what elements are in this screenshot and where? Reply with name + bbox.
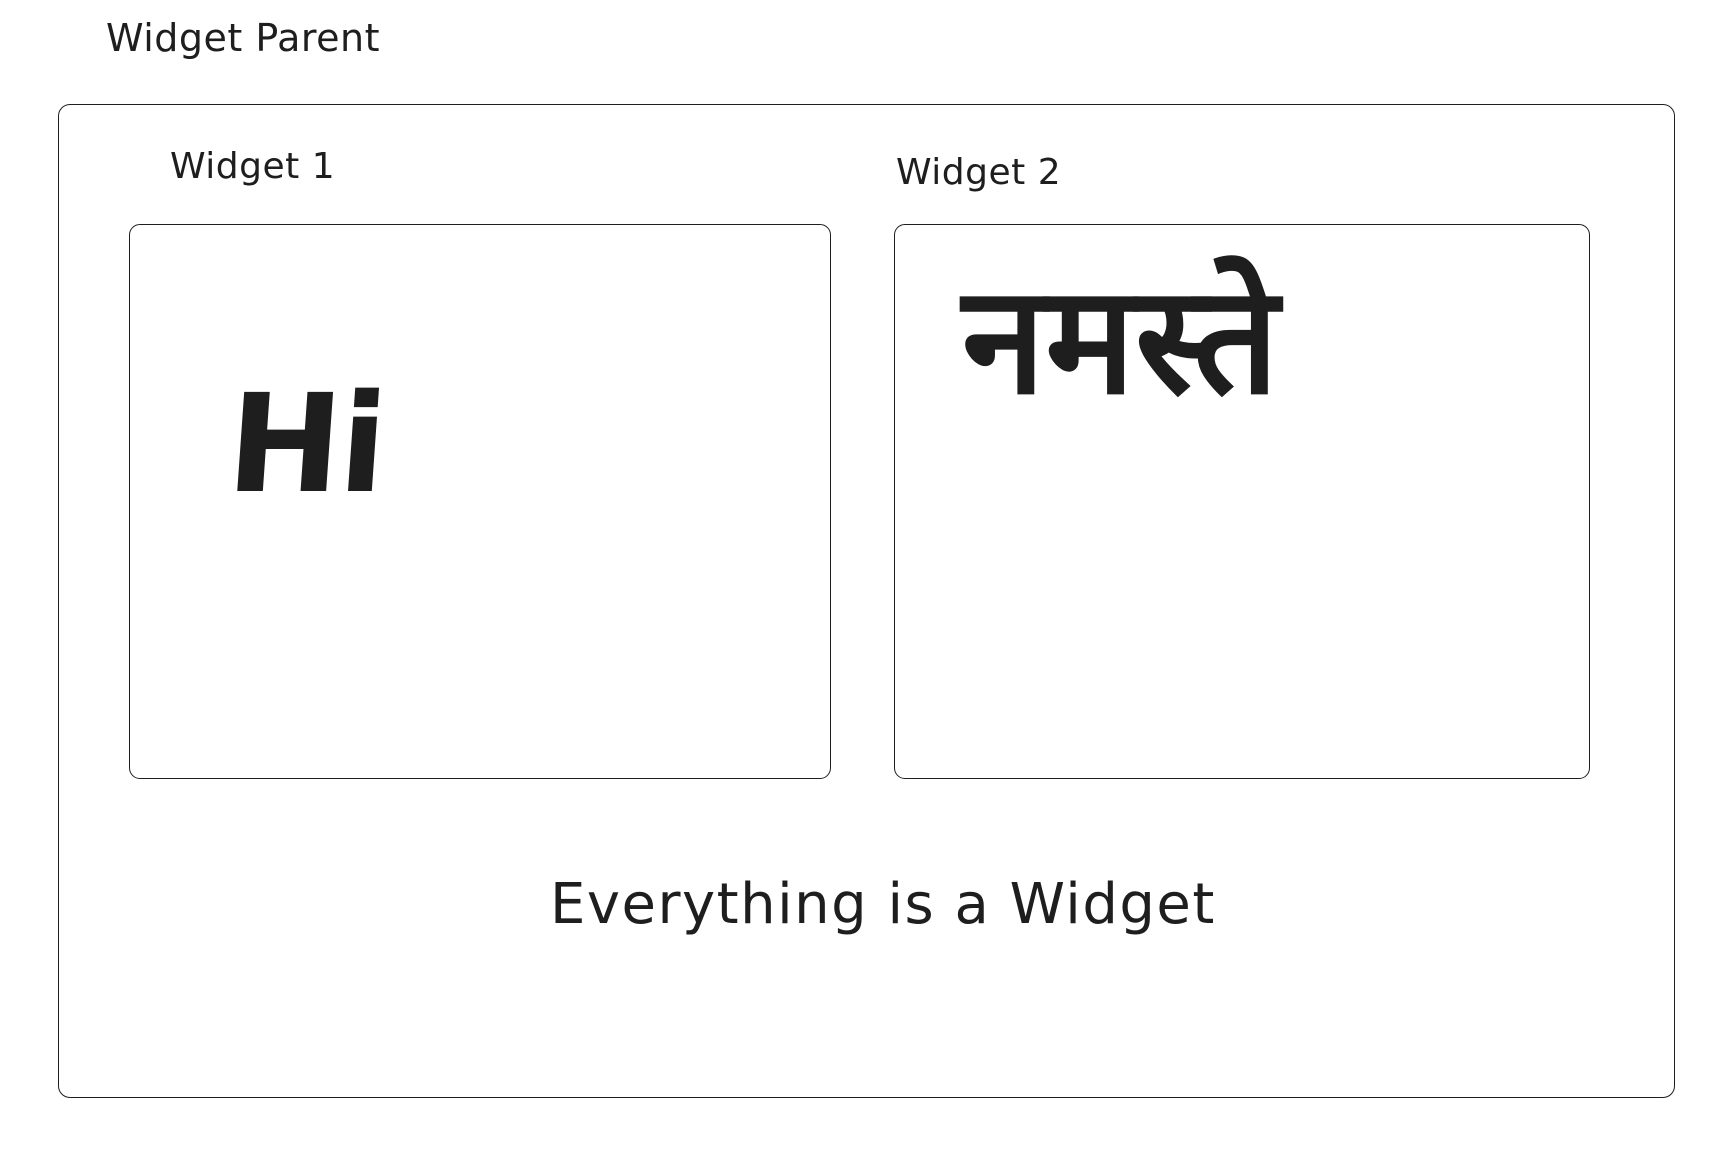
- widget-1-content: Hi: [222, 366, 390, 524]
- widget-parent-label: Widget Parent: [106, 16, 381, 60]
- widget-1-label: Widget 1: [170, 146, 336, 187]
- widget-2-content: नमस्ते: [962, 252, 1279, 428]
- widget-1-container: [129, 224, 831, 779]
- parent-tagline: Everything is a Widget: [550, 872, 1216, 937]
- widget-2-container: [894, 224, 1590, 779]
- widget-parent-container: [58, 104, 1675, 1098]
- widget-2-label: Widget 2: [896, 152, 1062, 193]
